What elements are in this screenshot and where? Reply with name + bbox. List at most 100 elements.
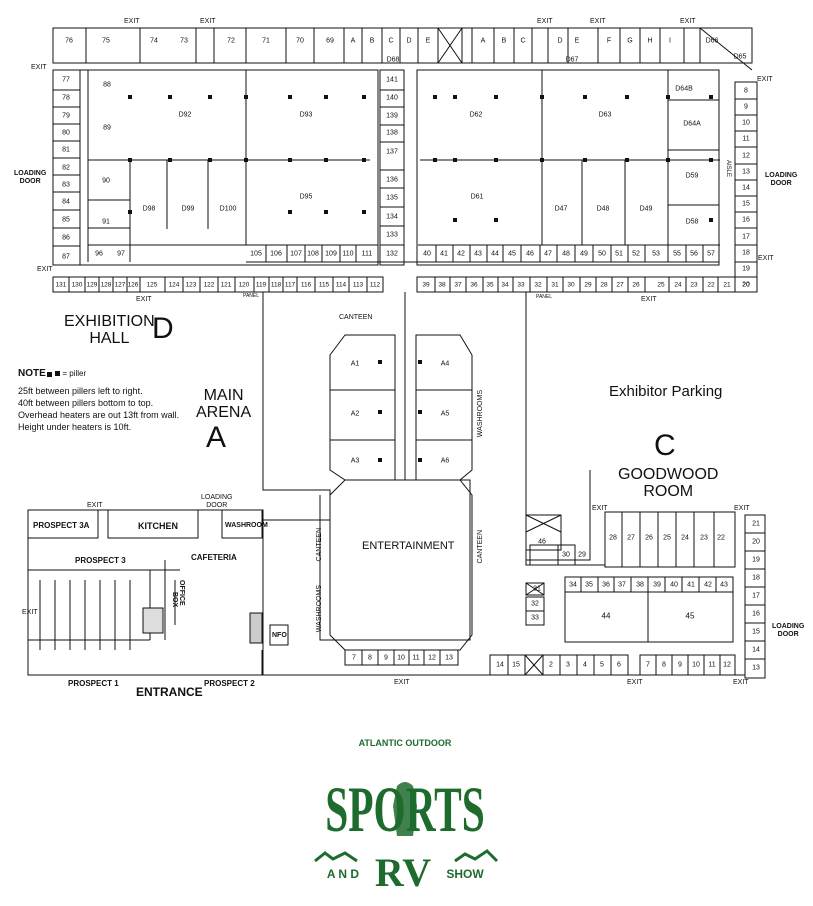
booth-d-right-row: 53 bbox=[652, 250, 660, 258]
booth-arena-bottom: 11 bbox=[412, 654, 420, 662]
exit-sign: EXIT bbox=[641, 296, 657, 303]
booth-d-left: 97 bbox=[117, 250, 125, 258]
booth-d-left: 90 bbox=[102, 177, 110, 185]
booth-d-right-row: 47 bbox=[544, 250, 552, 258]
booth-aisle-right: 23 bbox=[690, 281, 698, 289]
booth-left-col: 78 bbox=[62, 94, 70, 102]
booth-right-col: 15 bbox=[742, 200, 750, 208]
booth-aisle-left: 118 bbox=[270, 281, 282, 289]
booth-arena: A4 bbox=[440, 360, 450, 368]
booth-aisle-right: 21 bbox=[723, 281, 731, 289]
washroom-label: WASHROOM bbox=[225, 522, 268, 529]
hunter-silhouette-icon bbox=[393, 782, 417, 836]
booth-goodwood-mid: 39 bbox=[653, 581, 661, 589]
booth-goodwood-mid: 34 bbox=[569, 581, 577, 589]
booth-goodwood-right: 20 bbox=[752, 538, 760, 546]
booth-goodwood-big: 44 bbox=[601, 611, 611, 621]
booth-d-left: D92 bbox=[178, 111, 192, 119]
panel-left-label: PANEL bbox=[243, 293, 260, 299]
exit-sign: EXIT bbox=[592, 505, 608, 512]
note-line: Height under heaters is 10ft. bbox=[18, 422, 132, 432]
booth-mid-col: 133 bbox=[386, 231, 398, 239]
exit-sign: EXIT bbox=[590, 18, 606, 25]
exit-sign: EXIT bbox=[136, 296, 152, 303]
booth-aisle-left: 112 bbox=[369, 281, 381, 289]
booth-arena-bottom: 12 bbox=[428, 654, 436, 662]
booth-arena-bottom: 13 bbox=[445, 654, 453, 662]
booth-right-col: 16 bbox=[742, 216, 750, 224]
booth-right-col: 18 bbox=[742, 249, 750, 257]
note-block: NOTE = piller 25ft between pillers left … bbox=[18, 368, 179, 433]
booth-d-right: D48 bbox=[596, 205, 610, 213]
washrooms-right-label: WASHROOMS bbox=[477, 390, 484, 438]
note-line: Overhead heaters are out 13ft from wall. bbox=[18, 410, 180, 420]
booth-aisle-right: 20 bbox=[742, 281, 750, 289]
exit-sign: EXIT bbox=[394, 679, 410, 686]
booth-goodwood-right: 18 bbox=[752, 574, 760, 582]
booth-top-left: 71 bbox=[262, 37, 270, 45]
booth-d-right-row: 43 bbox=[474, 250, 482, 258]
booth-goodwood-small: 31 bbox=[533, 585, 541, 593]
booth-top-right: I bbox=[669, 37, 671, 45]
booth-goodwood-bottom: 2 bbox=[549, 661, 553, 669]
info-desk-label: NFO bbox=[272, 632, 287, 639]
booth-left-col: 83 bbox=[62, 181, 70, 189]
booth-mid-col: 140 bbox=[386, 94, 398, 102]
booth-d-right: D61 bbox=[470, 193, 484, 201]
booth-d-right-row: 44 bbox=[491, 250, 499, 258]
booth-goodwood-right: 19 bbox=[752, 556, 760, 564]
booth-aisle-right: 38 bbox=[438, 281, 446, 289]
booth-top-right: F bbox=[606, 37, 612, 45]
booth-aisle-left: 124 bbox=[168, 281, 180, 289]
booth-d-left-row: 109 bbox=[325, 250, 337, 258]
prospect-2-label: PROSPECT 2 bbox=[204, 679, 255, 688]
goodwood-room-label: GOODWOOD ROOM bbox=[618, 466, 719, 500]
exit-sign: EXIT bbox=[37, 266, 53, 273]
booth-mid-col: 134 bbox=[386, 213, 398, 221]
booth-aisle-right: 36 bbox=[470, 281, 478, 289]
booth-d-right: D63 bbox=[598, 111, 612, 119]
booth-aisle-right: 26 bbox=[632, 281, 640, 289]
booth-goodwood-bottom: 8 bbox=[662, 661, 666, 669]
booth-d-left-row: 111 bbox=[361, 250, 373, 258]
booth-left-col: 86 bbox=[62, 234, 70, 242]
prospect-3a-label: PROSPECT 3A bbox=[33, 521, 90, 530]
booth-top-left: 76 bbox=[65, 37, 73, 45]
booth-aisle-right: 29 bbox=[584, 281, 592, 289]
booth-top-right: E bbox=[574, 37, 580, 45]
booth-arena-bottom: 7 bbox=[352, 654, 356, 662]
booth-aisle-left: 115 bbox=[318, 281, 330, 289]
booth-right-col: 8 bbox=[744, 87, 748, 95]
booth-aisle-right: 30 bbox=[567, 281, 575, 289]
booth-right-col: 14 bbox=[742, 184, 750, 192]
note-line: 25ft between pillers left to right. bbox=[18, 386, 143, 396]
booth-top-left: D bbox=[406, 37, 412, 45]
booth-d-right: D62 bbox=[469, 111, 483, 119]
booth-d-left: D99 bbox=[181, 205, 195, 213]
booth-aisle-right: 35 bbox=[486, 281, 494, 289]
booth-arena: A3 bbox=[350, 457, 360, 465]
booth-d-left: 96 bbox=[95, 250, 103, 258]
booth-goodwood-small: 33 bbox=[531, 614, 539, 622]
booth-aisle-right: 32 bbox=[534, 281, 542, 289]
booth-goodwood-mid: 37 bbox=[618, 581, 626, 589]
booth-mid-col: 141 bbox=[386, 76, 398, 84]
booth-d-left-row: 106 bbox=[270, 250, 282, 258]
booth-right-col: 12 bbox=[742, 152, 750, 160]
main-arena-letter: A bbox=[206, 421, 227, 454]
booth-goodwood-bottom: 14 bbox=[496, 661, 504, 669]
booth-right-col: 11 bbox=[742, 135, 750, 143]
booth-goodwood-bottom: 9 bbox=[678, 661, 682, 669]
booth-goodwood-right: 16 bbox=[752, 610, 760, 618]
booth-mid-col: 136 bbox=[386, 176, 398, 184]
booth-d-right-row: 48 bbox=[562, 250, 570, 258]
booth-aisle-left: 131 bbox=[55, 281, 67, 289]
booth-goodwood-mid: 43 bbox=[720, 581, 728, 589]
booth-d-left-row: 107 bbox=[290, 250, 302, 258]
exit-sign: EXIT bbox=[758, 255, 774, 262]
logo-show-text: SHOW bbox=[446, 867, 484, 881]
booth-goodwood-bottom: 12 bbox=[723, 661, 731, 669]
booth-aisle-left: 114 bbox=[335, 281, 347, 289]
goodwood-room-letter: C bbox=[654, 429, 676, 462]
